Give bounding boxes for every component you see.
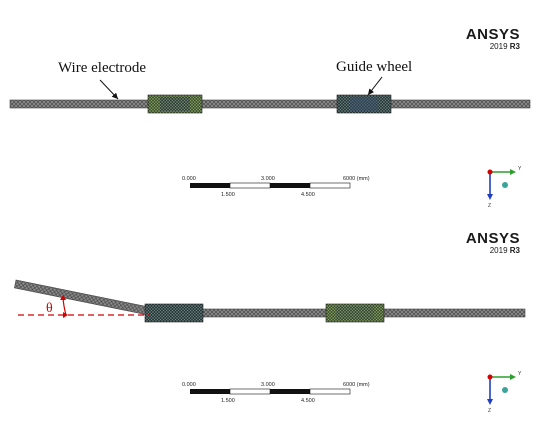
logo-brand: ANSYS — [465, 230, 520, 247]
scale-bar-bottom: 0.000 3.000 6000 (mm) 1.500 4.500 — [182, 382, 370, 404]
axis-z-label: Z — [488, 203, 491, 209]
coordinate-triad-top: Y Z — [487, 166, 522, 209]
scale-tick-0: 0.000 — [182, 382, 196, 388]
scale-tick-1500: 1.500 — [221, 398, 235, 404]
logo-version-year: 2019 — [489, 246, 508, 255]
guide-wheel-label: Guide wheel — [336, 59, 413, 75]
axis-z-label: Z — [488, 408, 491, 414]
scale-tick-0: 0.000 — [182, 176, 196, 182]
coordinate-triad-bottom: Y Z — [487, 371, 522, 414]
scale-tick-1500: 1.500 — [221, 192, 235, 198]
scale-tick-4500: 4.500 — [301, 192, 315, 198]
scale-tick-4500: 4.500 — [301, 398, 315, 404]
top-panel-model — [9, 76, 531, 114]
logo-version-release: R3 — [509, 42, 520, 51]
wire-electrode-top — [9, 99, 531, 109]
ansys-logo-top: ANSYS 2019 R3 — [466, 27, 520, 52]
guide-wheel-right-top-hub — [350, 97, 378, 111]
logo-version: 2019 R3 — [466, 42, 520, 52]
scale-bar-top: 0.000 3.000 6000 (mm) 1.500 4.500 — [182, 176, 370, 198]
guide-wheel-left-top-hub — [160, 97, 190, 111]
guide-wheel-left-bottom — [144, 303, 204, 323]
logo-version-year: 2019 — [489, 42, 508, 51]
scale-tick-3000: 3.000 — [261, 382, 275, 388]
axis-y-label: Y — [518, 166, 522, 172]
bottom-panel-model: θ — [14, 279, 526, 323]
wire-electrode-arrow — [99, 79, 119, 100]
logo-brand: ANSYS — [465, 26, 520, 43]
guide-wheel-arrow — [367, 76, 383, 96]
scale-tick-3000: 3.000 — [261, 176, 275, 182]
scale-tick-6000: 6000 (mm) — [343, 176, 370, 182]
angle-theta-label: θ — [46, 301, 53, 316]
axis-y-label: Y — [518, 371, 522, 377]
logo-version: 2019 R3 — [466, 246, 520, 256]
inclined-wire-electrode — [14, 279, 152, 316]
ansys-logo-bottom: ANSYS 2019 R3 — [466, 231, 520, 256]
scale-tick-6000: 6000 (mm) — [343, 382, 370, 388]
guide-wheel-right-bottom-hub — [336, 306, 374, 320]
wire-electrode-label: Wire electrode — [58, 60, 147, 76]
logo-version-release: R3 — [509, 246, 520, 255]
